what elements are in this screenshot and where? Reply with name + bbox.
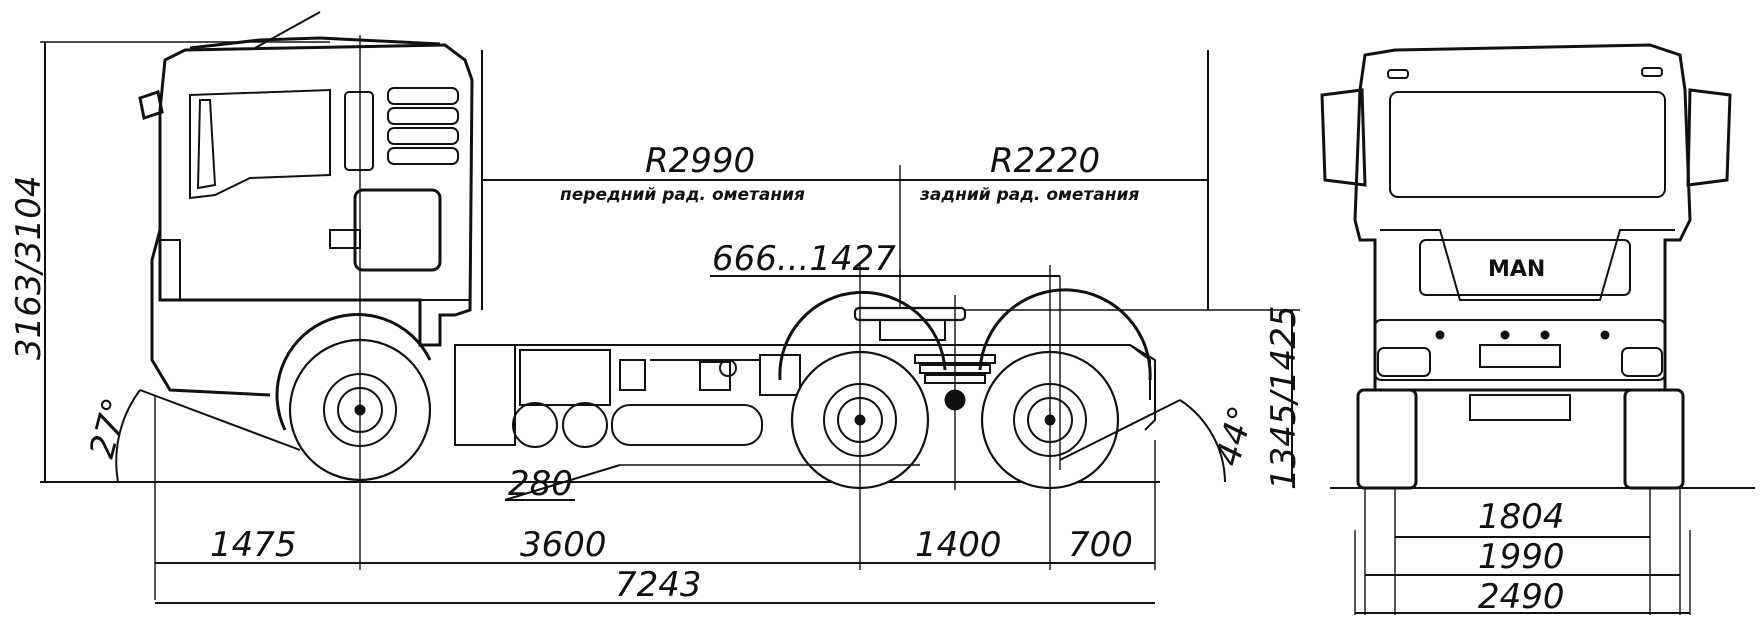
rear-sweep-radius: R2220 — [990, 141, 1100, 181]
cab-louvres — [387, 87, 459, 165]
fuel-door-panel — [353, 188, 442, 272]
side-window-pillar — [196, 99, 217, 190]
fuel-tank-front — [454, 344, 516, 446]
tandem-spacing-label: 1400 — [915, 525, 1002, 565]
rear-mudguard — [1129, 344, 1156, 431]
battery-box — [519, 349, 611, 406]
wheelbase-label: 3600 — [520, 525, 607, 565]
approach-angle-arc — [115, 389, 141, 483]
door-window-small — [344, 91, 374, 171]
front-bumper-panel — [1374, 319, 1666, 381]
air-filter — [759, 354, 801, 396]
front-cab-body — [1353, 43, 1692, 392]
rear-sweep-label: задний рад. ометания — [919, 185, 1139, 205]
rear-overhang-label: 700 — [1068, 525, 1133, 565]
right-headlamp — [1621, 347, 1663, 377]
fifth-wheel — [853, 270, 967, 341]
grille — [1419, 239, 1631, 296]
fifth-wheel-offset-label: 666...1427 — [712, 239, 896, 279]
cab-body — [158, 43, 474, 347]
fuel-tank — [611, 404, 763, 446]
fifth-wheel-height-label: 1345/1425 — [1264, 305, 1304, 490]
ground-clearance-label: 280 — [508, 464, 573, 504]
front-view: MAN 1804 1990 2490 — [1320, 43, 1755, 617]
lower-grille — [1469, 394, 1571, 421]
front-wheel — [275, 313, 432, 482]
approach-angle-label: 27° — [82, 394, 136, 463]
track-front-label: 1990 — [1478, 537, 1565, 577]
track-rear-label: 1804 — [1478, 497, 1565, 537]
approach-angle-line — [139, 389, 301, 451]
headlamp — [159, 239, 181, 301]
front-right-wheel — [1623, 388, 1685, 490]
front-sweep-radius: R2990 — [645, 141, 755, 181]
front-bumper — [150, 229, 271, 397]
overall-length-label: 7243 — [615, 565, 702, 605]
clearance-leader — [504, 464, 621, 501]
front-left-wheel — [1356, 388, 1418, 490]
departure-angle-arc — [1179, 399, 1226, 483]
cab-window — [189, 88, 331, 200]
antenna — [254, 11, 321, 49]
valve-block — [619, 359, 646, 391]
grille-logo: MAN — [1488, 257, 1545, 282]
roof-spoiler — [189, 36, 441, 50]
front-overhang-label: 1475 — [210, 525, 297, 565]
cab — [138, 11, 474, 397]
left-headlamp — [1377, 347, 1431, 377]
right-mirror-icon — [1686, 88, 1732, 187]
side-mirror-icon — [138, 90, 164, 120]
air-tank-2 — [562, 402, 608, 448]
windscreen — [1389, 91, 1666, 198]
plate-holder — [1479, 344, 1561, 368]
grille-outline — [1380, 229, 1675, 301]
departure-angle-label: 44° — [1208, 402, 1262, 471]
front-sweep-label: передний рад. ометания — [560, 185, 805, 205]
departure-angle-line — [1059, 399, 1181, 461]
left-mirror-icon — [1320, 88, 1367, 187]
air-tank-1 — [512, 402, 558, 448]
overall-width-label: 2490 — [1478, 577, 1565, 617]
rear-wheel-1 — [778, 290, 947, 490]
overall-height-label: 3163/3104 — [9, 175, 49, 360]
side-view: 3163/3104 — [9, 11, 1304, 605]
